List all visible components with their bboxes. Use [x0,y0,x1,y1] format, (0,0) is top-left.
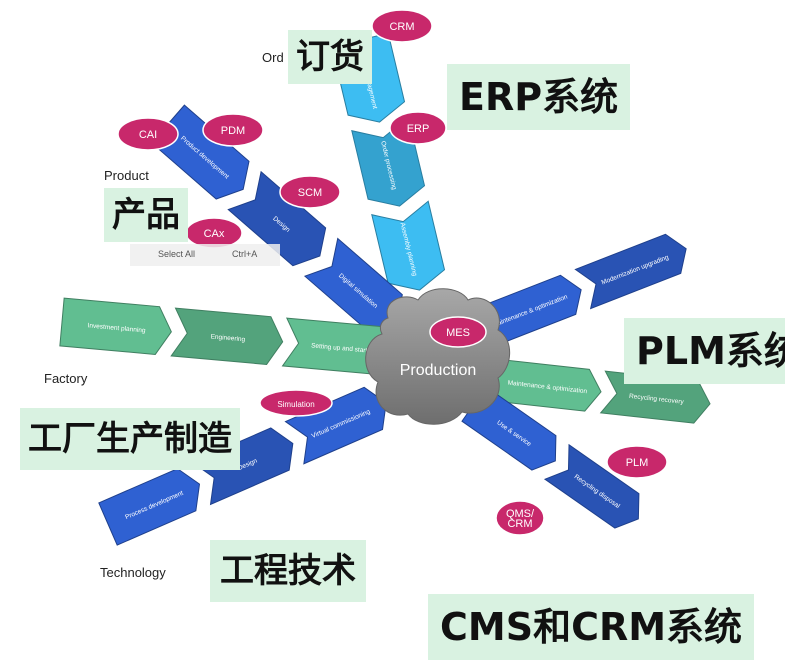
svg-text:MES: MES [446,327,470,339]
label-chanpin: 产品 [104,188,188,242]
badge-erp: ERP [389,111,447,145]
svg-text:PLM: PLM [626,457,649,469]
badge-cax: CAx [185,217,243,249]
badge-qmscrm: QMS/CRM [495,500,545,536]
arm-segment [191,427,294,506]
svg-text:Simulation: Simulation [277,400,314,409]
svg-text:PDM: PDM [221,125,245,137]
context-menu-shortcut: Ctrl+A [232,249,258,259]
badge-simulation: Simulation [259,389,333,417]
svg-text:CRM: CRM [389,21,414,33]
badge-pdm: PDM [202,113,264,147]
label-engineering: 工程技术 [210,540,366,602]
label-plm-system: PLM系统 [624,318,785,384]
label-technology: Technology [100,565,166,580]
label-cms-crm-system: CMS和CRM系统 [428,594,755,660]
production-hub: Production [365,288,511,425]
svg-text:QMS/: QMS/ [506,508,535,520]
svg-text:CAI: CAI [139,129,157,141]
arm-segment [574,233,687,310]
context-menu-select-all[interactable]: Select All [158,249,196,259]
arm-segment [284,386,387,465]
badge-cai: CAI [117,117,179,151]
arm-segment [227,170,327,267]
arm-segment [170,307,284,365]
badge-mes: MES [429,316,487,348]
context-menu [130,244,280,266]
label-ord: Ord [262,50,284,65]
arm-segment [543,443,640,529]
svg-text:ERP: ERP [407,123,430,135]
label-dinghuo: 订货 [288,30,372,84]
hub-label: Production [400,362,477,379]
label-product: Product [104,168,149,183]
badge-plm: PLM [606,445,668,479]
svg-text:CRM: CRM [507,518,532,530]
badge-crm: CRM [371,9,433,43]
svg-text:CAx: CAx [204,228,225,240]
label-erp-system: ERP系统 [447,64,631,130]
arm-segment [59,297,172,355]
badge-scm: SCM [279,175,341,209]
svg-text:SCM: SCM [298,187,322,199]
label-factory: Factory [44,371,88,386]
arm-segment-label: Engineering [210,333,246,343]
label-factory-production: 工厂生产制造 [20,408,240,470]
